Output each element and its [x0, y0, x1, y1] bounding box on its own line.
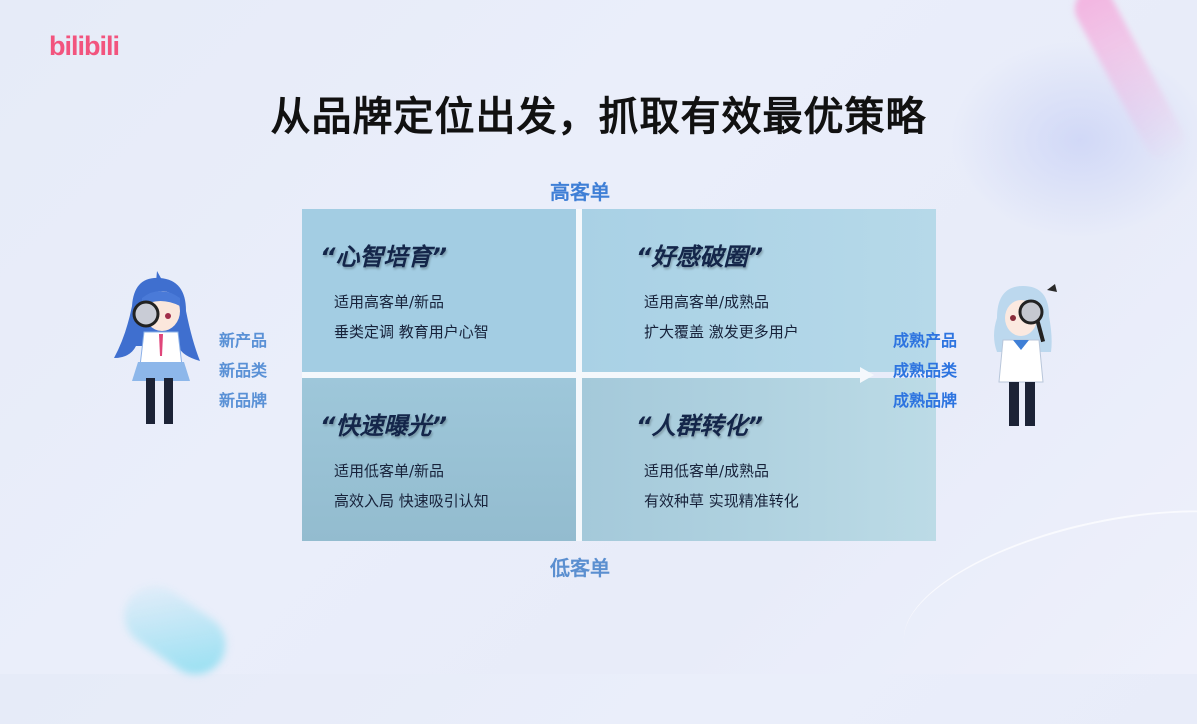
quadrant-title: “快速曝光” [320, 412, 447, 440]
quadrant-line: 适用高客单/成熟品 [644, 293, 770, 311]
quadrant-line: 垂类定调 教育用户心智 [334, 323, 489, 341]
quadrant-title: “心智培育” [320, 243, 447, 271]
quadrant-crowd-conversion: “人群转化” 适用低客单/成熟品 有效种草 实现精准转化 [582, 378, 936, 541]
axis-label-new: 新产品 新品类 新品牌 [219, 326, 267, 416]
quadrant-line: 高效入局 快速吸引认知 [334, 492, 489, 510]
strategy-matrix: “心智培育” 适用高客单/新品 垂类定调 教育用户心智 “好感破圈” 适用高客单… [302, 209, 936, 541]
axis-label-low-price: 低客单 [550, 556, 610, 580]
quadrant-line: 有效种草 实现精准转化 [644, 492, 799, 510]
mascot-right-icon [994, 284, 1057, 426]
mascot-left-icon [114, 271, 200, 424]
label-mature-category: 成熟品类 [893, 361, 958, 380]
axis-label-mature: 成熟产品 成熟品类 成熟品牌 [893, 326, 957, 416]
quadrant-title: “人群转化” [636, 412, 763, 440]
label-new-brand: 新品牌 [219, 391, 268, 410]
label-new-category: 新品类 [219, 361, 268, 380]
label-mature-brand: 成熟品牌 [893, 391, 958, 410]
label-mature-product: 成熟产品 [893, 331, 958, 350]
bilibili-logo: bilibili [49, 31, 120, 61]
axis-label-high-price: 高客单 [550, 180, 610, 204]
label-new-product: 新产品 [219, 331, 268, 350]
page-title: 从品牌定位出发，抓取有效最优策略 [270, 94, 927, 140]
quadrant-line: 适用低客单/新品 [334, 462, 445, 480]
horizontal-axis-line [302, 372, 862, 378]
quadrant-mind-cultivation: “心智培育” 适用高客单/新品 垂类定调 教育用户心智 [302, 209, 576, 372]
quadrant-title: “好感破圈” [636, 243, 763, 271]
background-cyan-streak [112, 573, 238, 687]
quadrant-fast-exposure: “快速曝光” 适用低客单/新品 高效入局 快速吸引认知 [302, 378, 576, 541]
quadrant-line: 扩大覆盖 激发更多用户 [644, 323, 799, 341]
quadrant-line: 适用低客单/成熟品 [644, 462, 770, 480]
quadrant-favor-breakout: “好感破圈” 适用高客单/成熟品 扩大覆盖 激发更多用户 [582, 209, 936, 372]
quadrant-line: 适用高客单/新品 [334, 293, 445, 311]
arrow-right-icon [860, 367, 874, 383]
